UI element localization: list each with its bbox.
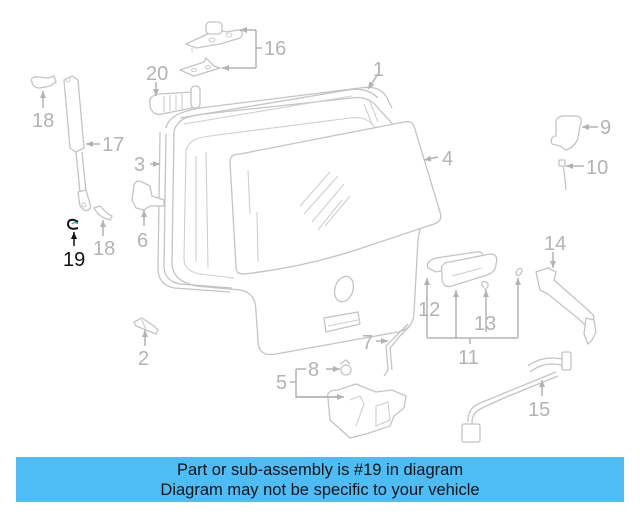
clip-part-19[interactable] bbox=[66, 218, 79, 230]
callout-12[interactable]: 12 bbox=[418, 299, 440, 321]
leader-lines bbox=[40, 27, 598, 400]
info-banner: Part or sub-assembly is #19 in diagram D… bbox=[16, 457, 624, 502]
ball-stud-lower bbox=[92, 205, 113, 221]
callout-9[interactable]: 9 bbox=[600, 117, 611, 139]
hinge-assembly bbox=[178, 21, 243, 77]
callout-1[interactable]: 1 bbox=[373, 59, 384, 81]
lift-support bbox=[63, 75, 92, 212]
callout-19-highlighted[interactable]: 19 bbox=[63, 249, 85, 271]
callout-18-lower[interactable]: 18 bbox=[93, 238, 115, 260]
callout-18-upper[interactable]: 18 bbox=[32, 110, 54, 132]
callout-13[interactable]: 13 bbox=[474, 313, 496, 335]
callout-16[interactable]: 16 bbox=[264, 38, 286, 60]
callout-labels: 1 2 3 4 5 6 7 8 9 10 11 12 13 14 15 16 1… bbox=[32, 38, 611, 421]
release-cable bbox=[461, 351, 572, 443]
back-glass bbox=[229, 120, 442, 275]
callout-15[interactable]: 15 bbox=[528, 399, 550, 421]
ball-stud-upper bbox=[30, 75, 57, 89]
bumper-stop bbox=[133, 317, 159, 335]
liftgate-panel bbox=[171, 96, 435, 356]
lock-actuator bbox=[550, 115, 582, 191]
gate-molding bbox=[179, 88, 379, 125]
callout-14[interactable]: 14 bbox=[544, 233, 566, 255]
banner-line-part: Part or sub-assembly is #19 in diagram bbox=[176, 461, 464, 479]
callout-10[interactable]: 10 bbox=[586, 157, 608, 179]
callout-8[interactable]: 8 bbox=[308, 359, 319, 381]
callout-6[interactable]: 6 bbox=[137, 230, 148, 252]
latch-switch bbox=[339, 359, 352, 376]
handle-assembly bbox=[426, 251, 523, 291]
lock-cylinder bbox=[535, 267, 597, 346]
callout-17[interactable]: 17 bbox=[102, 134, 124, 156]
callout-20[interactable]: 20 bbox=[146, 63, 168, 85]
latch-assembly bbox=[326, 383, 407, 439]
liftgate-weatherstrip bbox=[157, 86, 393, 293]
callout-2[interactable]: 2 bbox=[138, 348, 149, 370]
callout-3[interactable]: 3 bbox=[134, 154, 145, 176]
callout-7[interactable]: 7 bbox=[362, 332, 373, 354]
callout-4[interactable]: 4 bbox=[442, 148, 453, 170]
parts-diagram: 1 2 3 4 5 6 7 8 9 10 11 12 13 14 15 16 1… bbox=[30, 21, 611, 443]
striker bbox=[131, 180, 165, 211]
wiring-grommet bbox=[148, 85, 201, 116]
callout-5[interactable]: 5 bbox=[276, 372, 287, 394]
callout-11[interactable]: 11 bbox=[458, 347, 479, 369]
banner-line-disclaimer: Diagram may not be specific to your vehi… bbox=[160, 481, 480, 499]
release-rod bbox=[383, 323, 411, 377]
